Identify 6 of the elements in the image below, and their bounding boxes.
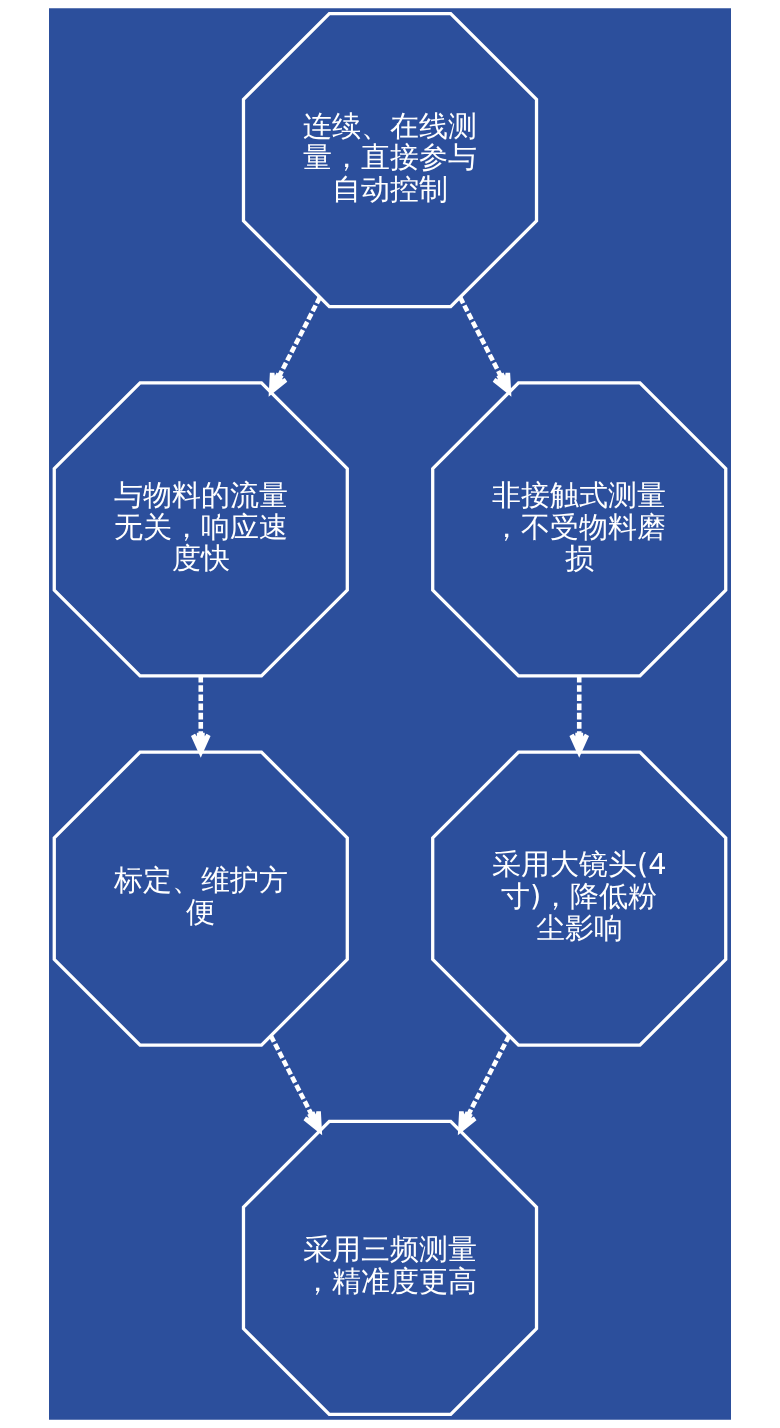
arrow — [458, 296, 512, 394]
arrow — [268, 1034, 322, 1133]
arrow — [268, 296, 322, 394]
arrow — [458, 1034, 512, 1133]
arrow — [569, 676, 590, 755]
arrow — [190, 676, 211, 755]
